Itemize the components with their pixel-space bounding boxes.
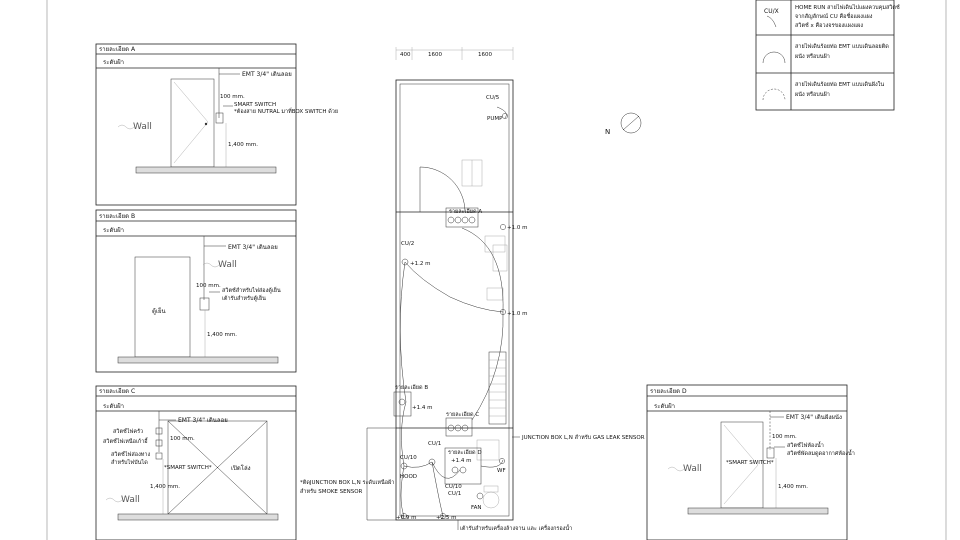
- detail-d-wall: Wall: [683, 464, 702, 474]
- plan-junction-gas: JUNCTION BOX L,N สำหรับ GAS LEAK SENSOR: [521, 434, 645, 441]
- plan-cu2: CU/2: [401, 241, 414, 247]
- detail-a-emt: EMT 3/4" เดินลอย: [242, 71, 292, 78]
- svg-text:N: N: [605, 128, 610, 136]
- detail-b-wall: Wall: [218, 260, 237, 270]
- detail-d: รายละเอียด D ระดับฝ้า EMT 3/4" เดินฝังผน…: [646, 384, 855, 540]
- detail-b-title: รายละเอียด B: [99, 212, 135, 220]
- plan-cu5: CU/5: [486, 95, 500, 101]
- detail-c-dim-1400: 1,400 mm.: [150, 484, 180, 490]
- plan-height-4: +1.4 m: [412, 405, 432, 411]
- plan-bottom-note: เต้ารับสำหรับเครื่องล้างจาน และ เครื่องก…: [460, 524, 572, 532]
- plan-detail-c-tag: รายละเอียด C: [446, 411, 479, 418]
- detail-a-dim-100: 100 mm.: [220, 94, 245, 100]
- detail-c-wall: Wall: [121, 495, 140, 505]
- plan-detail-d-tag: รายละเอียด D: [448, 449, 482, 456]
- detail-c-label-3: สวิตช์ไฟส่องทาง: [111, 451, 150, 458]
- detail-c-label-4: สำหรับไฟบันได: [111, 459, 148, 466]
- detail-c-label-2: สวิตช์ไฟเหนือเก้าอี้: [103, 437, 149, 445]
- legend-row3-line1: สายไฟเดินร้อยท่อ EMT แบบเดินฝังใน: [795, 81, 884, 88]
- legend-row3-line2: ผนัง หรือบนฝ้า: [795, 91, 830, 98]
- legend-row1-line2: จากสัญลักษณ์ CU คือชื่อแผงแผง: [795, 12, 873, 20]
- detail-d-label-2: สวิตช์พัดลมดูดอากาศห้องน้ำ: [787, 449, 855, 457]
- detail-b-dim-100: 100 mm.: [196, 283, 221, 289]
- plan-cu1a: CU/1: [428, 441, 441, 447]
- plan-fan: FAN: [471, 505, 482, 511]
- detail-b-ceiling: ระดับฝ้า: [103, 227, 124, 234]
- detail-a-switch-1: SMART SWITCH: [234, 102, 276, 108]
- plan-detail-b-tag: รายละเอียด B: [395, 384, 428, 391]
- plan-height-7: +2.5 m: [436, 515, 456, 521]
- detail-c-window: เปิดโล่ง: [231, 464, 251, 472]
- plan-height-5: +1.4 m: [451, 458, 471, 464]
- detail-b-dim-1400: 1,400 mm.: [207, 332, 237, 338]
- plan-cu10a: CU/10: [400, 455, 417, 461]
- plan-wf: WF: [497, 468, 506, 474]
- detail-d-smart: *SMART SWITCH*: [726, 460, 774, 466]
- plan-height-6: +0.9 m: [396, 515, 416, 521]
- plan-dim-a: 400: [400, 52, 411, 58]
- detail-b-switch-2: เต้ารับสำหรับตู้เย็น: [222, 294, 266, 302]
- detail-a-dim-1400: 1,400 mm.: [228, 142, 258, 148]
- legend-table: CU/X HOME RUN สายไฟเดินไปแผงควบคุมสวิตช์…: [755, 0, 900, 111]
- detail-a-wall: Wall: [133, 122, 152, 132]
- detail-b-fridge: ตู้เย็น: [152, 306, 166, 315]
- plan-dim-c: 1600: [478, 52, 492, 58]
- detail-d-title: รายละเอียด D: [650, 387, 687, 395]
- detail-c: รายละเอียด C ระดับฝ้า EMT 3/4" เดินลอย ส…: [95, 385, 297, 540]
- plan-height-1: +1.0 m: [507, 225, 527, 231]
- floor-plan: 400 1600 1600: [300, 47, 645, 532]
- detail-d-dim-100: 100 mm.: [772, 434, 797, 440]
- plan-height-3: +1.0 m: [507, 311, 527, 317]
- detail-d-label-1: สวิตช์ไฟห้องน้ำ: [787, 441, 824, 449]
- detail-d-ceiling: ระดับฝ้า: [654, 403, 675, 410]
- detail-a-switch-2: *ต้องสาย NUTRAL มาที่BOX SWITCH ด้วย: [234, 107, 338, 115]
- plan-dim-b: 1600: [428, 52, 442, 58]
- legend-row1-line1: HOME RUN สายไฟเดินไปแผงควบคุมสวิตช์: [795, 4, 900, 11]
- plan-cu10b: CU/10: [445, 484, 462, 490]
- legend-row1-line3: สวิตช์ x คือวงจรของแผงแผง: [795, 22, 863, 29]
- detail-a-ceiling: ระดับฝ้า: [103, 59, 124, 66]
- detail-c-label-1: สวิตช์ไฟครัว: [113, 428, 143, 435]
- legend-row2-line2: ผนัง หรือบนฝ้า: [795, 53, 830, 60]
- plan-height-2: +1.2 m: [410, 261, 430, 267]
- plan-smoke-note-2: สำหรับ SMOKE SENSOR: [300, 488, 363, 495]
- plan-cu1b: CU/1: [448, 491, 461, 497]
- detail-b: รายละเอียด B ระดับฝ้า EMT 3/4" เดินลอย W…: [95, 209, 297, 373]
- plan-smoke-note-1: *ติดJUNCTION BOX L,N ระดับเหนือฝ้า: [300, 479, 394, 486]
- detail-d-emt: EMT 3/4" เดินฝังผนัง: [786, 414, 842, 421]
- detail-b-switch-1: สวิตช์สำหรับไฟส่องตู้เย็น: [222, 286, 281, 294]
- legend-row2-line1: สายไฟเดินร้อยท่อ EMT แบบเดินลอยติด: [795, 43, 889, 50]
- detail-a: รายละเอียด A ระดับฝ้า EMT 3/4" เดินลอย 1…: [95, 43, 338, 206]
- detail-c-smart: *SMART SWITCH*: [164, 465, 212, 471]
- detail-a-title: รายละเอียด A: [99, 45, 136, 53]
- north-arrow: N: [605, 112, 642, 136]
- detail-d-dim-1400: 1,400 mm.: [778, 484, 808, 490]
- detail-c-dim-100: 100 mm.: [170, 436, 195, 442]
- plan-detail-a-tag: รายละเอียด A: [449, 208, 482, 215]
- legend-homerun-symbol: CU/X: [764, 8, 779, 15]
- detail-c-title: รายละเอียด C: [99, 387, 135, 395]
- detail-b-emt: EMT 3/4" เดินลอย: [228, 244, 278, 251]
- plan-pump: PUMP: [487, 116, 503, 122]
- detail-c-emt: EMT 3/4" เดินลอย: [178, 417, 228, 424]
- plan-hood: HOOD: [400, 474, 417, 480]
- detail-c-ceiling: ระดับฝ้า: [103, 403, 124, 410]
